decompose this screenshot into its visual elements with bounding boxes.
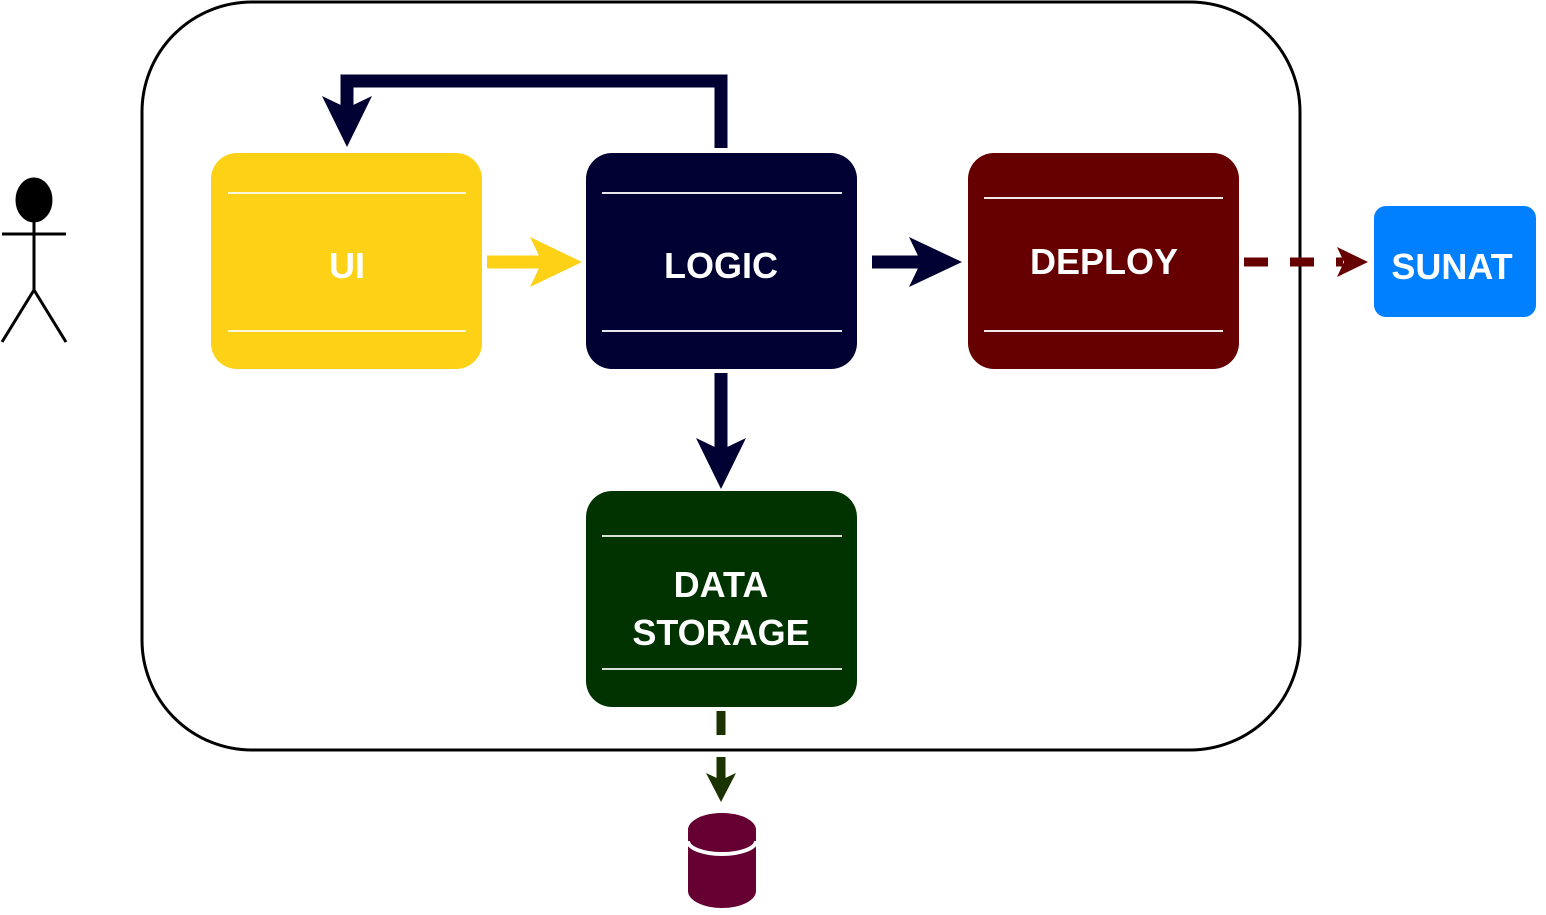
node-sunat-label: SUNAT — [1391, 246, 1512, 287]
node-ui-box — [211, 153, 482, 369]
node-data-storage-box — [586, 491, 857, 707]
node-data-storage-label-line-2: STORAGE — [632, 612, 809, 653]
node-logic-box — [586, 153, 857, 369]
node-sunat-box — [1374, 206, 1536, 317]
system-boundary — [140, 0, 1302, 752]
edge-deploy-to-sunat — [1244, 247, 1368, 277]
edge-logic-to-storage — [696, 373, 746, 489]
database-cylinder-icon — [686, 813, 758, 908]
stick-figure-icon — [0, 177, 68, 343]
node-ui[interactable]: UI — [211, 153, 482, 369]
edge-storage-to-database — [706, 711, 736, 802]
node-ui-label: UI — [329, 245, 365, 286]
node-sunat[interactable]: SUNAT — [1374, 206, 1536, 317]
node-deploy-label: DEPLOY — [1030, 241, 1178, 282]
node-deploy[interactable]: DEPLOY — [968, 153, 1239, 369]
node-deploy-box — [968, 153, 1239, 369]
node-data-storage[interactable]: DATA STORAGE — [586, 491, 857, 707]
edge-ui-to-logic — [487, 237, 582, 287]
node-logic-label: LOGIC — [664, 245, 778, 286]
edge-logic-to-deploy — [872, 237, 962, 287]
edge-logic-to-ui — [322, 74, 728, 148]
node-data-storage-label-line-1: DATA — [674, 564, 769, 605]
node-logic[interactable]: LOGIC — [586, 153, 857, 369]
